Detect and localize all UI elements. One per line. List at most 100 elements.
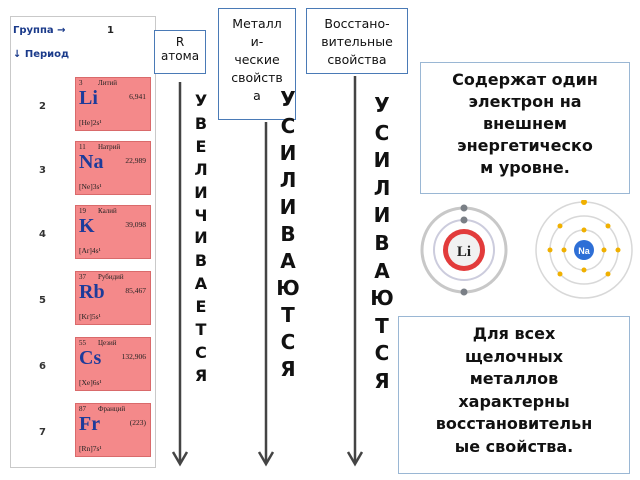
metallic-line: а [253, 88, 261, 103]
period-number: 2 [39, 101, 46, 112]
lithium-atom-model: Li [420, 204, 508, 296]
reducing-line: вительные [321, 34, 393, 49]
vertical-letter: В [194, 251, 208, 271]
radius-line: R [175, 35, 185, 49]
vertical-letter: С [280, 330, 296, 354]
note-line: внешнем [482, 114, 567, 133]
metallic-line: и- [250, 34, 264, 49]
period-number: 5 [39, 295, 46, 306]
vertical-letter: Ч [194, 205, 208, 225]
vertical-letter: Я [374, 368, 390, 393]
vertical-letter: Ю [370, 286, 394, 311]
vertical-letter: У [374, 93, 390, 117]
element-symbol: Li [79, 87, 98, 109]
atomic-mass: 132,906 [121, 352, 146, 361]
element-symbol: Cs [79, 347, 102, 369]
radius-line: атома [160, 49, 200, 63]
metallic-line: Металл [232, 16, 282, 31]
element-symbol: Fr [79, 413, 101, 435]
atomic-number: 55 [79, 339, 86, 347]
atomic-number: 11 [79, 143, 86, 151]
atomic-mass: 6,941 [129, 92, 146, 101]
vertical-letter: И [194, 182, 208, 202]
vertical-letter: И [194, 228, 208, 248]
note-line: ые свойства. [454, 436, 574, 456]
vertical-letter: Ю [276, 276, 300, 300]
note-line: м уровне. [480, 158, 570, 177]
atomic-number: 19 [79, 207, 86, 215]
electron-config: [Ar]4s¹ [79, 246, 101, 255]
sodium-atom-model: Na [535, 200, 633, 299]
vertical-letter: В [374, 230, 390, 255]
element-symbol: Na [79, 151, 104, 173]
note-line: электрон на [468, 92, 582, 111]
element-cell-rb: 37 Рубидий Rb 85,467 [Kr]5s¹ [75, 271, 151, 325]
atomic-number: 87 [79, 405, 86, 413]
vertical-letter: Я [280, 357, 296, 381]
element-symbol: K [79, 215, 95, 237]
period-label: ↓ Период [13, 49, 70, 60]
element-cell-na: 11 Натрий Na 22,989 [Ne]3s¹ [75, 141, 151, 195]
atomic-mass: 85,467 [125, 286, 146, 295]
vertical-letter: С [374, 341, 390, 366]
vertical-letter: У [194, 91, 208, 110]
vertical-letter: С [374, 120, 390, 145]
note-line: энергетическо [457, 136, 593, 155]
period-number: 4 [39, 229, 46, 240]
electron-config: [He]2s¹ [79, 118, 102, 127]
metallic-line: ческие [234, 52, 280, 67]
element-cell-cs: 55 Цезий Cs 132,906 [Xe]6s¹ [75, 337, 151, 391]
single-electron-note: Содержат один электрон на внешнем энерге… [420, 62, 630, 194]
atomic-radius-header: R атома [154, 30, 206, 74]
vertical-letter: И [373, 203, 391, 228]
element-cell-fr: 87 Франций Fr (223) [Rn]7s¹ [75, 403, 151, 457]
reducing-properties-note: Для всех щелочных металлов характерны во… [398, 316, 630, 474]
radius-arrow [171, 82, 189, 467]
reducing-arrow [346, 76, 364, 467]
vertical-letter: Л [373, 175, 391, 200]
atomic-number: 37 [79, 273, 86, 281]
element-name: Франций [98, 405, 126, 413]
element-name: Цезий [98, 339, 117, 347]
vertical-letter: Л [194, 159, 208, 179]
vertical-letter: Л [279, 168, 297, 192]
vertical-letter: Я [194, 365, 208, 385]
vertical-letter: А [194, 274, 208, 294]
electron-config: [Xe]6s¹ [79, 378, 102, 387]
vertical-letter: А [280, 249, 296, 273]
vertical-letter: С [195, 342, 207, 362]
reducing-line: Восстано- [324, 16, 390, 31]
period-number: 6 [39, 361, 46, 372]
atomic-number: 3 [79, 79, 83, 87]
vertical-letter: Е [195, 136, 207, 156]
note-line: Содержат один [452, 70, 598, 89]
atomic-mass: 22,989 [125, 156, 146, 165]
vertical-letter: И [373, 148, 391, 173]
group-number: 1 [107, 25, 114, 36]
group-label: Группа → [13, 25, 66, 36]
element-cell-k: 19 Калий K 39,098 [Ar]4s¹ [75, 205, 151, 259]
element-symbol: Rb [79, 281, 105, 303]
vertical-letter: Т [195, 320, 207, 340]
periodic-table-panel: Группа → 1 ↓ Период 2 3 Литий Li 6,941 [… [10, 16, 156, 468]
note-line: восстановительн [435, 414, 593, 433]
vertical-letter: Т [375, 313, 389, 338]
metallic-line: свойств [231, 70, 283, 85]
element-name: Калий [98, 207, 117, 215]
li-atom-label: Li [457, 244, 471, 260]
vertical-letter: Е [195, 297, 207, 317]
vertical-letter: И [279, 195, 297, 219]
atomic-mass: 39,098 [125, 220, 146, 229]
note-line: металлов [469, 369, 559, 388]
electron-config: [Ne]3s¹ [79, 182, 102, 191]
vertical-letter: В [280, 222, 296, 246]
vertical-letter: С [280, 114, 296, 138]
vertical-letter: В [194, 113, 208, 133]
atomic-mass: (223) [129, 418, 146, 427]
vertical-letter: И [279, 141, 297, 165]
vertical-letter: Т [281, 303, 295, 327]
vertical-letter: А [374, 258, 390, 283]
element-name: Натрий [98, 143, 121, 151]
